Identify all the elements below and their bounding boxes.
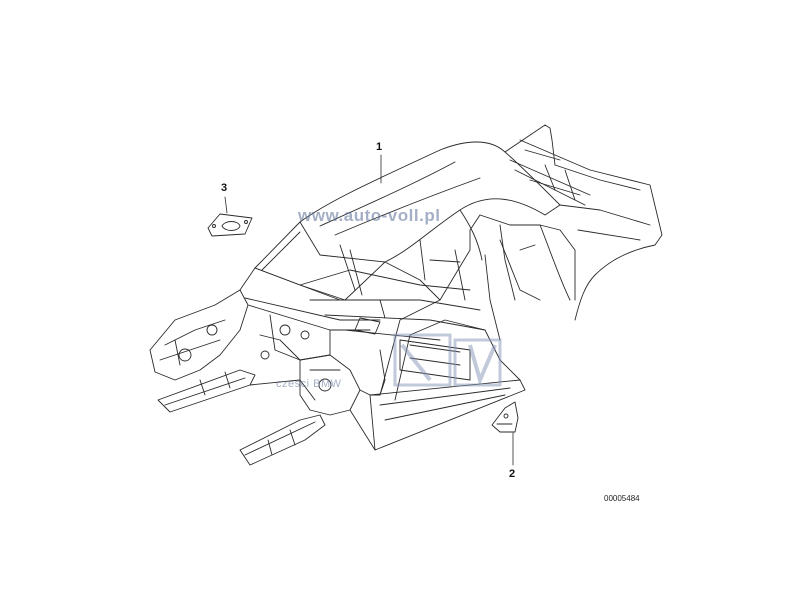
callout-1-label: 1 [376, 141, 383, 153]
watermark-logo-icon [393, 333, 502, 387]
document-number: 00005484 [604, 494, 640, 503]
callout-2-label: 2 [509, 468, 516, 480]
parts-watermark: czesci BMW [276, 378, 342, 390]
site-watermark: www.auto-voll.pl [298, 206, 441, 225]
body-shell [149, 124, 663, 466]
bracket-part [491, 401, 519, 433]
plate-part [207, 213, 253, 237]
leader-line-3 [224, 196, 228, 214]
leader-lines [224, 154, 514, 466]
callout-3-label: 3 [221, 182, 228, 194]
